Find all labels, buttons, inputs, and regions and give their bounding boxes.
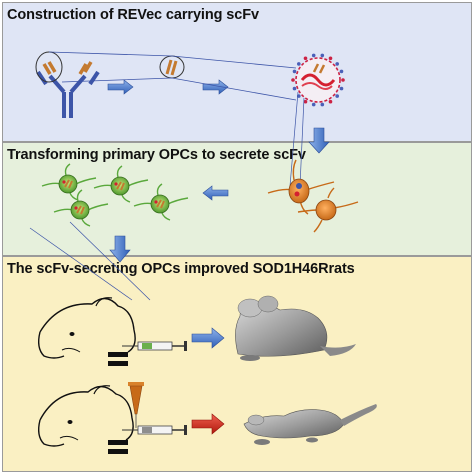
vector-spike xyxy=(328,56,333,61)
rat-head-outline-icon xyxy=(37,297,136,359)
vector-spike xyxy=(341,78,345,82)
green-opc-cell-icon xyxy=(41,163,97,201)
orange-opc-cell-icon xyxy=(297,187,359,233)
viral-vector-icon xyxy=(291,53,345,107)
connector-line xyxy=(48,51,297,69)
vector-spike xyxy=(335,94,340,98)
vector-spike xyxy=(292,69,297,74)
green-opc-cell-icon xyxy=(133,183,189,221)
vector-spike xyxy=(320,102,325,107)
vector-spike xyxy=(291,78,295,82)
healthy-rat-icon xyxy=(235,295,356,361)
connector-line xyxy=(289,91,305,187)
vector-spike xyxy=(297,62,301,66)
syringe-icon xyxy=(122,425,187,435)
arrow-down-icon xyxy=(109,235,131,263)
arrow-down-icon xyxy=(308,127,330,154)
antibody-icon xyxy=(36,61,100,118)
arrow-right-icon xyxy=(107,79,134,95)
vector-spike xyxy=(303,56,308,61)
vector-spike xyxy=(335,62,340,66)
arrow-right-icon xyxy=(191,327,225,349)
green-opc-cell-icon xyxy=(53,189,109,227)
arrow-right-red-icon xyxy=(191,413,225,435)
vector-spike xyxy=(292,86,297,91)
connector-line xyxy=(61,77,297,101)
vector-spike xyxy=(311,102,316,107)
vector-spike xyxy=(311,53,316,58)
vector-spike xyxy=(320,53,325,58)
ear-bar-icon xyxy=(108,449,128,454)
panel-title-construction: Construction of REVec carrying scFv xyxy=(7,7,259,23)
sick-rat-icon xyxy=(243,404,377,445)
orange-opc-cell-icon xyxy=(267,159,335,215)
arrow-left-icon xyxy=(202,185,229,201)
vector-spike xyxy=(303,99,308,104)
panel-title-transforming: Transforming primary OPCs to secrete scF… xyxy=(7,147,306,163)
rat-head-outline-icon xyxy=(37,385,134,447)
vector-spike xyxy=(339,86,344,91)
green-opc-cell-icon xyxy=(93,165,149,203)
scfv-fragment-icon xyxy=(159,55,185,79)
ear-bar-icon xyxy=(108,361,128,366)
tube-icon xyxy=(128,382,144,428)
ear-bar-icon xyxy=(108,440,128,445)
connector-line xyxy=(29,221,151,301)
syringe-icon xyxy=(122,341,187,351)
panel-transforming: Transforming primary OPCs to secrete scF… xyxy=(2,142,472,256)
vector-spike xyxy=(328,99,333,104)
vector-spike xyxy=(339,69,344,74)
ear-bar-icon xyxy=(108,352,128,357)
arrow-right-icon xyxy=(202,79,229,95)
